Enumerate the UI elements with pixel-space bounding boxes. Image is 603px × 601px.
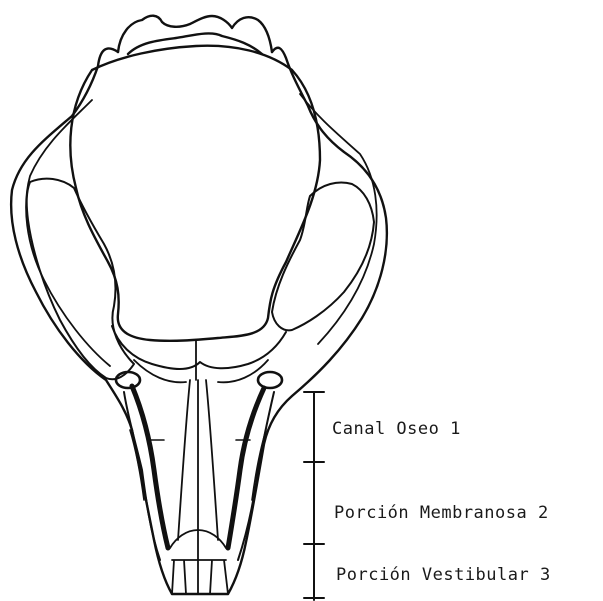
skull-outline-inner-right — [300, 94, 377, 344]
cranial-vault — [70, 46, 320, 341]
left-bulla — [116, 372, 140, 388]
scale-bracket — [304, 392, 324, 600]
label-porcion-vestibular: Porción Vestibular 3 — [336, 565, 551, 585]
label-porcion-membranosa: Porción Membranosa 2 — [334, 503, 549, 523]
midline-septum — [178, 340, 218, 560]
label-canal-oseo: Canal Oseo 1 — [332, 419, 461, 439]
skull-outline — [11, 48, 387, 594]
right-bulla — [258, 372, 282, 388]
left-orbit — [27, 179, 134, 380]
palate-base — [112, 326, 286, 369]
